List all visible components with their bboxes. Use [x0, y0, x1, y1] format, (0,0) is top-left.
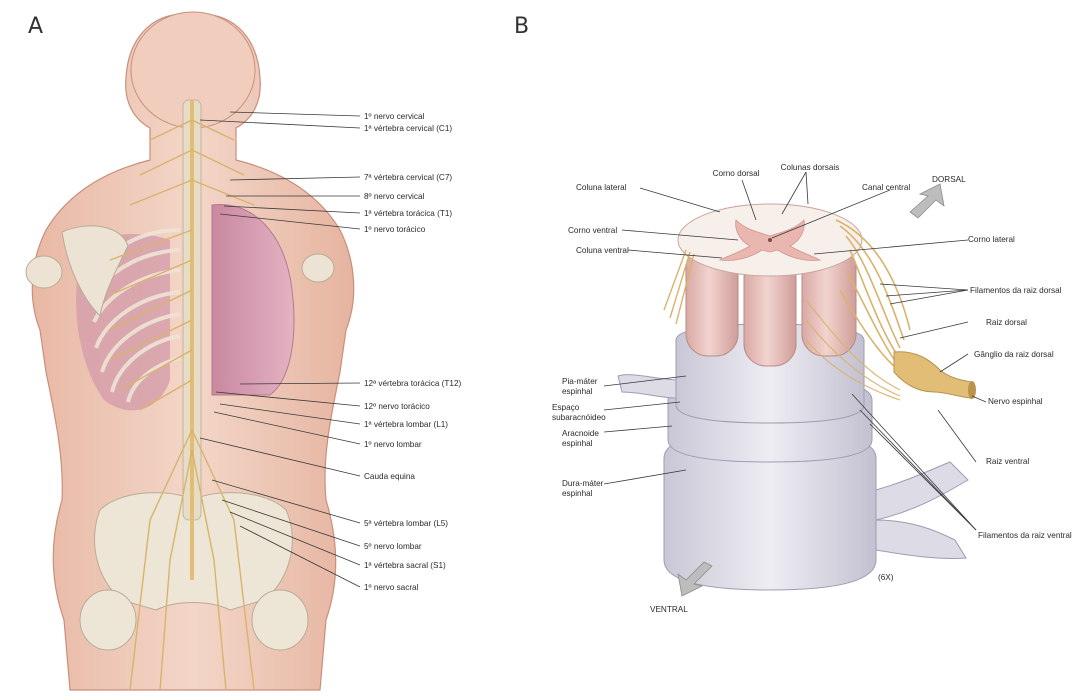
label-nervo-espinhal: Nervo espinhal [988, 397, 1043, 406]
panel-a-label: Cauda equina [364, 472, 415, 481]
label-dorsal: DORSAL [932, 175, 966, 184]
panel-a-label: 1º nervo torácico [364, 225, 426, 234]
label-filamentos-raiz-dorsal: Filamentos da raiz dorsal [970, 286, 1062, 295]
label-colunas-dorsais: Colunas dorsais [781, 163, 840, 172]
label-ventral: VENTRAL [650, 605, 688, 614]
panel-a-label: 7ª vértebra cervical (C7) [364, 173, 452, 182]
back-illustration [26, 12, 354, 690]
panel-a-label: 1ª vértebra torácica (T1) [364, 209, 452, 218]
label-dura-mater-1: Dura-máter [562, 479, 604, 488]
panel-a-label: 1º nervo cervical [364, 112, 425, 121]
label-aracnoide-2: espinhal [562, 439, 593, 448]
panel-a-label: 8º nervo cervical [364, 192, 425, 201]
label-canal-central: Canal central [862, 183, 910, 192]
label-corno-dorsal: Corno dorsal [713, 169, 760, 178]
label-aracnoide-1: Aracnoide [562, 429, 599, 438]
label-corno-lateral: Corno lateral [968, 235, 1015, 244]
label-raiz-dorsal: Raiz dorsal [986, 318, 1027, 327]
panel-a-label: 1ª vértebra cervical (C1) [364, 124, 452, 133]
label-magnification: (6X) [878, 573, 894, 582]
label-pia-mater-1: Pia-máter [562, 377, 598, 386]
label-filamentos-raiz-ventral: Filamentos da raiz ventral [978, 531, 1072, 540]
label-ganglio-raiz-dorsal: Gânglio da raiz dorsal [974, 350, 1054, 359]
label-espaco-2: subaracnóideo [552, 413, 606, 422]
panel-a-label: 5º nervo lombar [364, 542, 422, 551]
label-espaco-1: Espaço [552, 403, 580, 412]
label-coluna-ventral: Coluna ventral [576, 246, 629, 255]
panel-a-label: 1º nervo lombar [364, 440, 422, 449]
spinal-cord-illustration [618, 184, 976, 596]
panel-a-label: 1ª vértebra lombar (L1) [364, 420, 448, 429]
panel-a-label: 1º nervo sacral [364, 583, 419, 592]
label-pia-mater-2: espinhal [562, 387, 593, 396]
panel-a-label: 5ª vértebra lombar (L5) [364, 519, 448, 528]
label-raiz-ventral: Raiz ventral [986, 457, 1029, 466]
label-corno-ventral: Corno ventral [568, 226, 617, 235]
label-dura-mater-2: espinhal [562, 489, 593, 498]
panel-a-label: 12º nervo torácico [364, 402, 430, 411]
label-coluna-lateral: Coluna lateral [576, 183, 627, 192]
panel-a-label: 1ª vértebra sacral (S1) [364, 561, 446, 570]
panel-a-label: 12ª vértebra torácica (T12) [364, 379, 462, 388]
